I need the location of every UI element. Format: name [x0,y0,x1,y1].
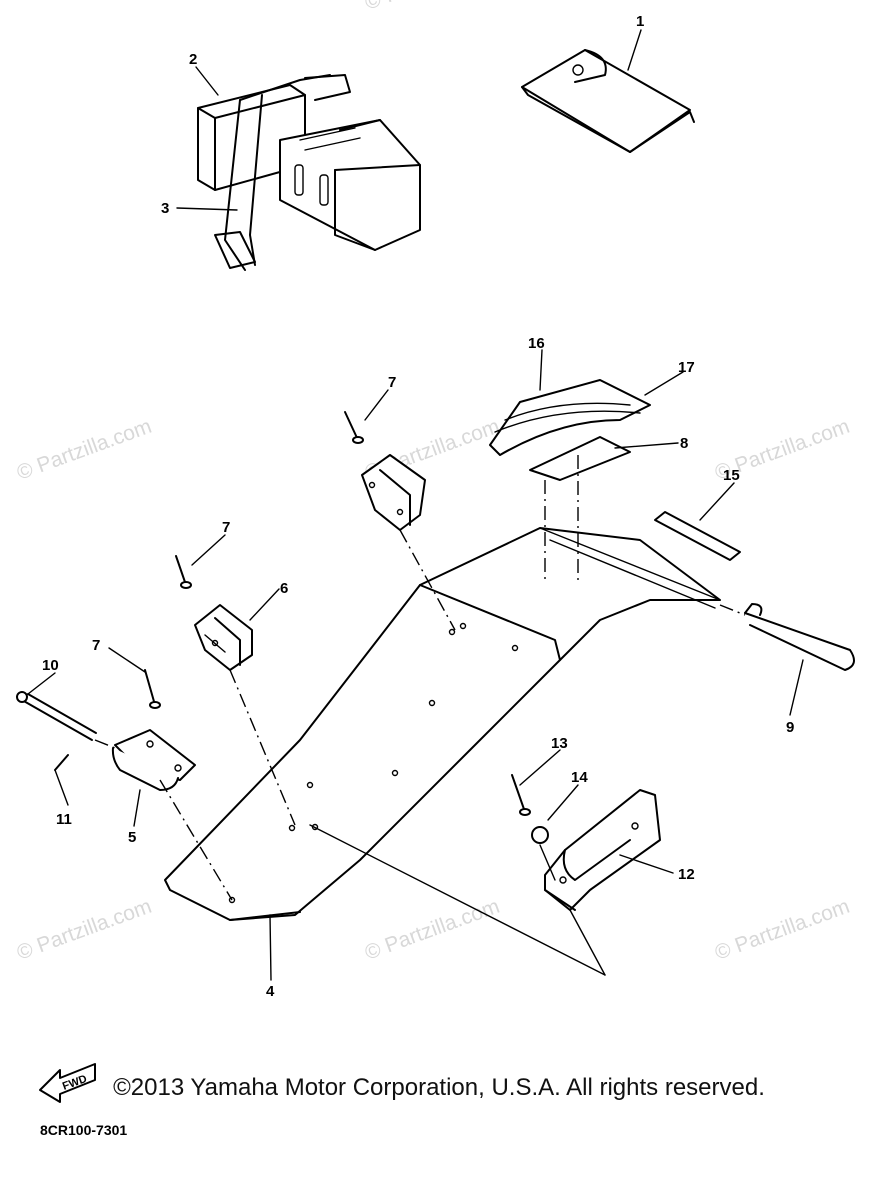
part-16-decal [489,379,651,456]
part-5-hinge [111,729,196,791]
leader-lines [27,29,804,981]
watermark: © Partzilla.com [14,415,155,485]
part-15-strip [654,511,741,561]
callout-5: 5 [128,829,136,846]
callout-2: 2 [189,51,197,68]
callout-6: 6 [280,580,288,597]
callout-11: 11 [56,811,72,828]
watermark: © Partzilla.com [362,0,503,15]
bolt-13 [511,774,531,816]
callout-7c: 7 [92,637,100,654]
callout-15: 15 [723,467,740,484]
part-11-cotter-pin [54,754,69,771]
part-14-nut [531,826,549,844]
callout-9: 9 [786,719,794,736]
callout-12: 12 [678,866,695,883]
callout-16: 16 [528,335,545,352]
part-6-bracket [194,604,253,671]
callout-3: 3 [161,200,169,217]
watermark: © Partzilla.com [712,895,853,965]
callout-8: 8 [680,435,688,452]
part-12-bracket [544,789,661,911]
callout-1: 1 [636,13,644,30]
part-9-rod [744,603,855,671]
bolt-7a [344,411,364,444]
callout-7a: 7 [388,374,396,391]
callout-7b: 7 [222,519,230,536]
callout-4: 4 [266,983,275,1000]
assembly-lines [94,455,746,976]
bolt-7c [144,669,161,709]
part-3-battery-band [214,74,351,271]
part-1-tool-pouch [521,49,695,153]
part-2-battery [197,84,421,251]
diagram-code: 8CR100-7301 [40,1122,127,1138]
copyright-notice: ©2013 Yamaha Motor Corporation, U.S.A. A… [113,1074,765,1101]
callout-13: 13 [551,735,568,752]
bolt-7b [175,555,192,589]
part-8-decal [529,436,631,481]
part-10-pin [16,691,97,741]
callout-17: 17 [678,359,695,376]
callout-10: 10 [42,657,59,674]
callout-14: 14 [571,769,588,786]
watermark: © Partzilla.com [14,895,155,965]
part-4-rear-fender [164,527,721,921]
watermark: © Partzilla.com [362,895,503,965]
upper-bracket [361,454,426,531]
